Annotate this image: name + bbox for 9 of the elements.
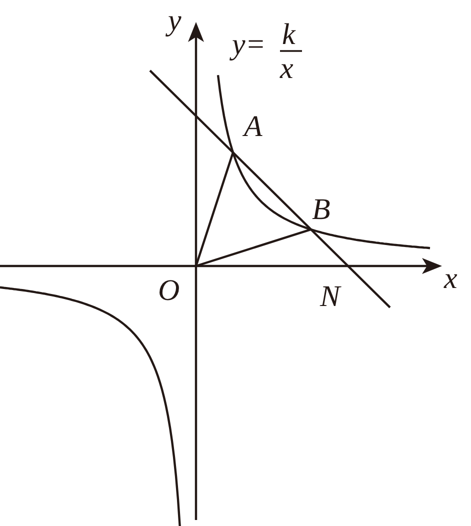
point-label: A — [244, 112, 262, 142]
point-label: O — [158, 276, 180, 306]
point-label: B — [312, 195, 330, 225]
equation-text: x — [280, 54, 294, 84]
axis-label: x — [444, 264, 458, 294]
axis-label: y — [168, 6, 182, 36]
equation-text: y= — [232, 30, 266, 60]
equation-text: k — [282, 20, 296, 50]
point-label: N — [320, 282, 340, 312]
